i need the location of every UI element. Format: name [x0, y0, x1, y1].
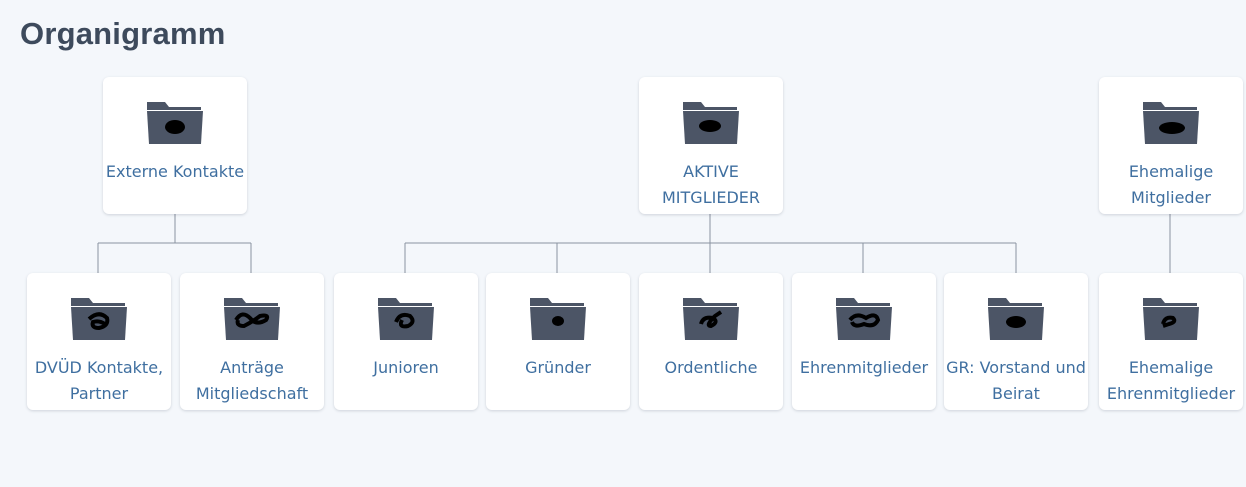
node-ehrenmitglieder[interactable]: Ehrenmitglieder [792, 273, 936, 410]
node-ehemalige-ehrenmitglieder[interactable]: Ehemalige Ehrenmitglieder [1099, 273, 1243, 410]
folder-icon [147, 102, 203, 144]
folder-icon [836, 298, 892, 340]
node-label: Ehemalige Ehrenmitglieder [1106, 358, 1236, 403]
node-externe-kontakte[interactable]: Externe Kontakte [103, 77, 247, 214]
node-gruender[interactable]: Gründer [486, 273, 630, 410]
node-dvued-kontakte[interactable]: DVÜD Kontakte, Partner [27, 273, 171, 410]
node-label: Ehrenmitglieder [799, 358, 929, 377]
folder-icon [71, 298, 127, 340]
node-label: DVÜD Kontakte, Partner [34, 358, 164, 403]
node-label: Anträge Mitgliedschaft [195, 358, 309, 403]
page-title: Organigramm [20, 16, 226, 51]
node-label: Ordentliche [664, 358, 758, 377]
node-ordentliche[interactable]: Ordentliche [639, 273, 783, 410]
folder-icon [1143, 102, 1199, 144]
folder-icon [683, 102, 739, 144]
node-label: Ehemalige Mitglieder [1128, 162, 1214, 207]
node-label: AKTIVE MITGLIEDER [662, 162, 760, 207]
node-antraege-mitgliedschaft[interactable]: Anträge Mitgliedschaft [180, 273, 324, 410]
node-label: Gründer [525, 358, 591, 377]
folder-icon [530, 298, 586, 340]
node-junioren[interactable]: Junioren [334, 273, 478, 410]
folder-icon [378, 298, 434, 340]
node-label: GR: Vorstand und Beirat [946, 358, 1086, 403]
folder-icon [683, 298, 739, 340]
node-ehemalige-mitglieder[interactable]: Ehemalige Mitglieder [1099, 77, 1243, 214]
node-gr-vorstand-beirat[interactable]: GR: Vorstand und Beirat [944, 273, 1088, 410]
node-label: Externe Kontakte [105, 162, 245, 181]
node-label: Junioren [373, 358, 439, 377]
folder-icon [1143, 298, 1199, 340]
folder-icon [224, 298, 280, 340]
node-aktive-mitglieder[interactable]: AKTIVE MITGLIEDER [639, 77, 783, 214]
folder-icon [988, 298, 1044, 340]
